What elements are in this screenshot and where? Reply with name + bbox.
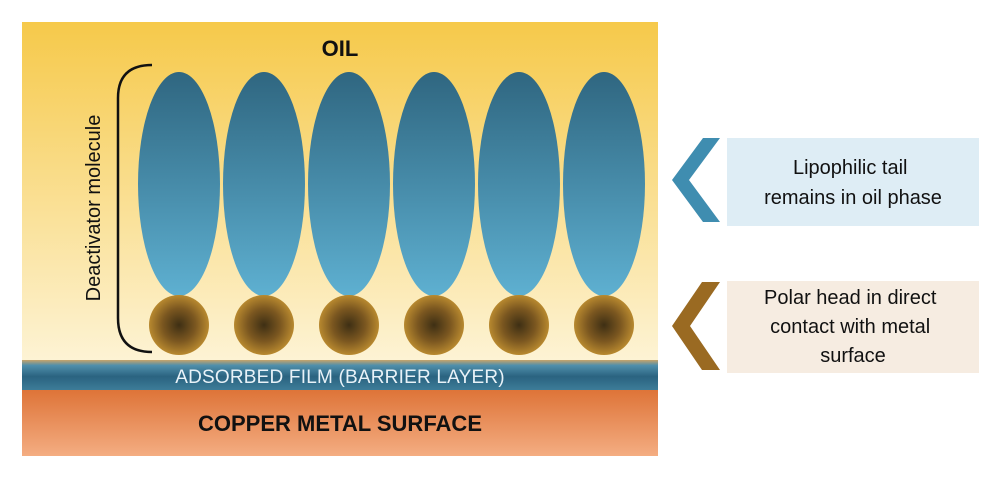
polar-head [574, 295, 634, 355]
head-callout: Polar head in direct contact with metal … [672, 281, 979, 373]
film-label: ADSORBED FILM (BARRIER LAYER) [175, 367, 505, 388]
head-callout-box [727, 281, 979, 373]
polar-head [234, 295, 294, 355]
copper-surface [22, 390, 658, 456]
copper-label: COPPER METAL SURFACE [198, 411, 482, 436]
polar-head [149, 295, 209, 355]
molecule [478, 72, 560, 355]
molecule [138, 72, 220, 355]
molecule [563, 72, 645, 355]
molecule-label: Deactivator molecule [83, 115, 105, 302]
tail-callout-line: Lipophilic tail [793, 157, 908, 179]
head-chevron-icon [672, 282, 720, 370]
lipophilic-tail [308, 72, 390, 296]
molecule [223, 72, 305, 355]
head-callout-line: Polar head in direct [764, 287, 937, 309]
molecule [308, 72, 390, 355]
tail-callout-text: Lipophilic tail remains in oil phase [764, 157, 942, 209]
lipophilic-tail [563, 72, 645, 296]
adsorbed-film [22, 360, 658, 390]
molecule-row [138, 72, 645, 355]
tail-chevron-icon [672, 138, 720, 222]
head-callout-line: surface [820, 345, 886, 367]
lipophilic-tail [138, 72, 220, 296]
lipophilic-tail [223, 72, 305, 296]
molecule-bracket [116, 63, 153, 354]
oil-label: OIL [322, 36, 359, 61]
tail-callout-box [727, 138, 979, 226]
lipophilic-tail [393, 72, 475, 296]
polar-head [404, 295, 464, 355]
head-callout-line: contact with metal [770, 316, 930, 338]
tail-callout: Lipophilic tail remains in oil phase [672, 138, 979, 226]
head-callout-text: Polar head in direct contact with metal … [764, 287, 942, 367]
lipophilic-tail [478, 72, 560, 296]
polar-head [319, 295, 379, 355]
molecule [393, 72, 475, 355]
tail-callout-line: remains in oil phase [764, 187, 942, 209]
polar-head [489, 295, 549, 355]
